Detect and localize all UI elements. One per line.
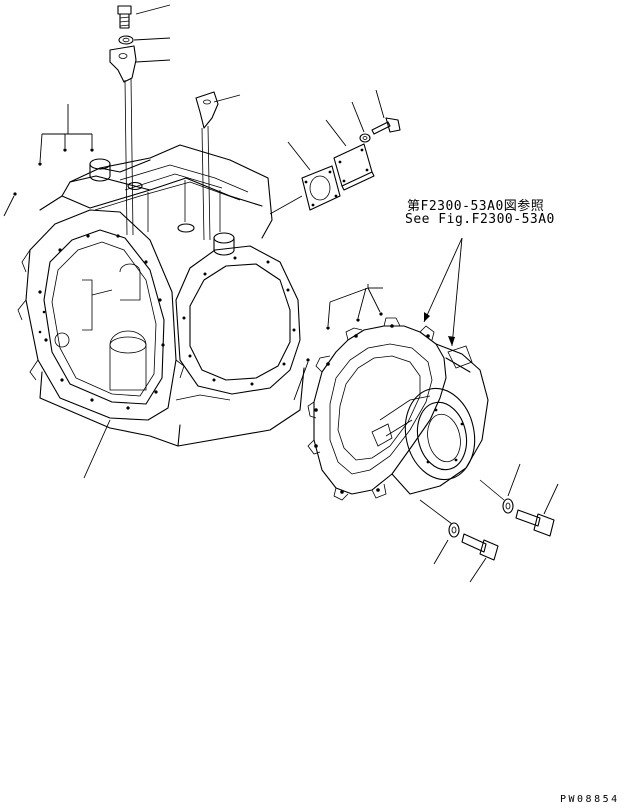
small-bracket <box>195 91 219 129</box>
drawing-code: PW08854 <box>560 794 620 805</box>
washer-lower <box>448 522 460 538</box>
leader-lines <box>3 4 559 583</box>
cover-washer <box>359 133 371 143</box>
gasket <box>301 165 341 211</box>
cover-plate <box>333 143 375 191</box>
bolt-lower <box>461 533 499 561</box>
reference-note-japanese: 第F2300-53A0図参照 <box>407 199 545 214</box>
top-washer <box>118 35 134 45</box>
reference-note-english: See Fig.F2300-53A0 <box>405 212 555 227</box>
washer-right <box>502 498 514 514</box>
bolt-right <box>515 509 555 537</box>
top-bracket <box>109 45 137 83</box>
top-bolt <box>117 5 132 29</box>
converter-housing <box>307 317 489 501</box>
transmission-housing <box>17 144 305 447</box>
cover-bolt <box>371 117 401 135</box>
